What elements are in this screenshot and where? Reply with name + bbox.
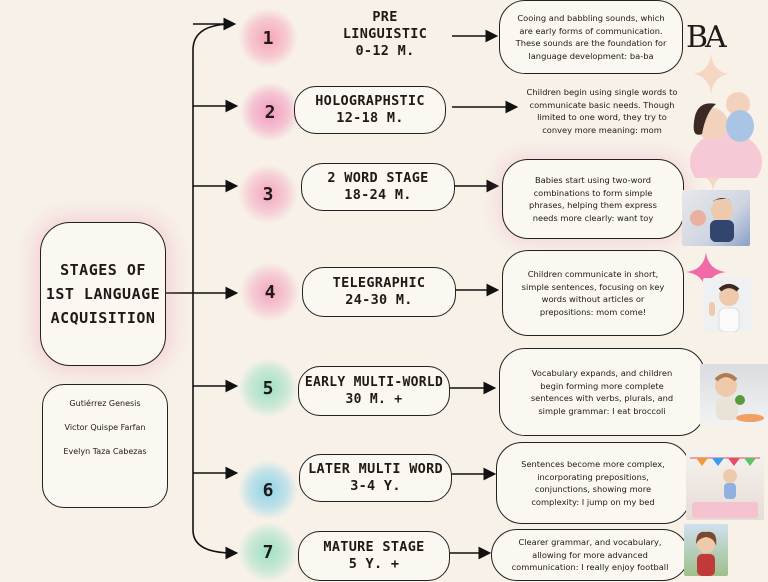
glow-5	[238, 358, 298, 418]
desc-text-3: Babies start using two-word combinations…	[529, 175, 657, 223]
main-title-box: STAGES OF 1ST LANGUAGE ACQUISITION	[40, 222, 166, 366]
pink-star-icon	[686, 252, 726, 292]
stage-box-2: HOLOGRAPHSTIC 12-18 M.	[294, 86, 446, 134]
stage-number-4: 4	[264, 281, 276, 303]
stage-age-2: 12-18 M.	[336, 110, 404, 126]
sparkle-icon	[694, 54, 728, 94]
desc-box-4: Children communicate in short, simple se…	[502, 250, 684, 336]
mother-baby-illustration	[690, 92, 762, 178]
glow-6	[238, 460, 298, 520]
desc-box-3: Babies start using two-word combinations…	[502, 159, 684, 239]
stage-age-1: 0-12 M.	[355, 42, 415, 59]
stage-box-7: MATURE STAGE 5 Y. +	[298, 531, 450, 581]
photo-toddler-toy	[682, 190, 750, 246]
stage-box-5: EARLY MULTI-WORLD 30 M. +	[298, 366, 450, 416]
desc-box-5: Vocabulary expands, and children begin f…	[499, 348, 705, 436]
stage-age-6: 3-4 Y.	[350, 478, 401, 494]
stage-age-4: 24-30 M.	[345, 292, 413, 308]
stage-name-6: LATER MULTI WORD	[308, 461, 443, 477]
stage-name-3: 2 WORD STAGE	[327, 170, 429, 186]
desc-text-2: Children begin using single words to com…	[526, 87, 678, 135]
stage-name-2: HOLOGRAPHSTIC	[315, 93, 425, 109]
glow-4	[240, 262, 300, 322]
stage-number-3: 3	[262, 183, 274, 205]
stage-box-1: PRE LINGUISTIC 0-12 M.	[330, 8, 440, 59]
desc-text-1: Cooing and babbling sounds, which are ea…	[515, 13, 667, 61]
glow-2	[240, 82, 300, 142]
stage-number-2: 2	[264, 101, 276, 123]
authors-box: Gutiérrez Genesis Victor Quispe Farfan E…	[42, 384, 168, 508]
stage-number-5: 5	[262, 377, 274, 399]
glow-7	[238, 522, 298, 582]
photo-child-football	[684, 524, 728, 576]
photo-child-waving	[703, 278, 751, 332]
desc-text-7: Clearer grammar, and vocabulary, allowin…	[511, 537, 669, 573]
stage-name-1: PRE LINGUISTIC	[342, 8, 428, 42]
author-1: Gutiérrez Genesis	[69, 399, 141, 408]
photo-child-eating	[700, 364, 768, 426]
desc-box-7: Clearer grammar, and vocabulary, allowin…	[491, 529, 689, 581]
trunk-line	[192, 23, 234, 554]
stage-name-4: TELEGRAPHIC	[332, 275, 426, 291]
photo-child-jumping	[686, 450, 764, 520]
stage-box-4: TELEGRAPHIC 24-30 M.	[302, 267, 456, 317]
stage-box-6: LATER MULTI WORD 3-4 Y.	[299, 454, 452, 502]
stage-age-7: 5 Y. +	[348, 556, 400, 572]
main-title: STAGES OF 1ST LANGUAGE ACQUISITION	[45, 261, 161, 327]
desc-box-6: Sentences become more complex, incorpora…	[496, 442, 690, 524]
author-3: Evelyn Taza Cabezas	[63, 447, 147, 456]
glow-3	[238, 164, 298, 224]
brand-logo: BA	[686, 20, 727, 55]
stage-name-7: MATURE STAGE	[323, 539, 425, 555]
desc-box-1: Cooing and babbling sounds, which are ea…	[499, 0, 683, 74]
desc-text-6: Sentences become more complex, incorpora…	[521, 459, 665, 507]
stage-age-5: 30 M. +	[345, 392, 403, 407]
glow-1	[238, 8, 298, 68]
stage-number-1: 1	[262, 27, 274, 49]
desc-text-5: Vocabulary expands, and children begin f…	[530, 368, 674, 416]
stage-age-3: 18-24 M.	[344, 187, 412, 203]
stage-number-7: 7	[262, 541, 274, 563]
stage-box-3: 2 WORD STAGE 18-24 M.	[301, 163, 455, 211]
stage-number-6: 6	[262, 479, 274, 501]
desc-box-2: Children begin using single words to com…	[518, 79, 686, 143]
author-2: Victor Quispe Farfan	[64, 423, 146, 432]
stage-name-5: EARLY MULTI-WORLD	[304, 375, 444, 390]
desc-text-4: Children communicate in short, simple se…	[521, 269, 665, 317]
